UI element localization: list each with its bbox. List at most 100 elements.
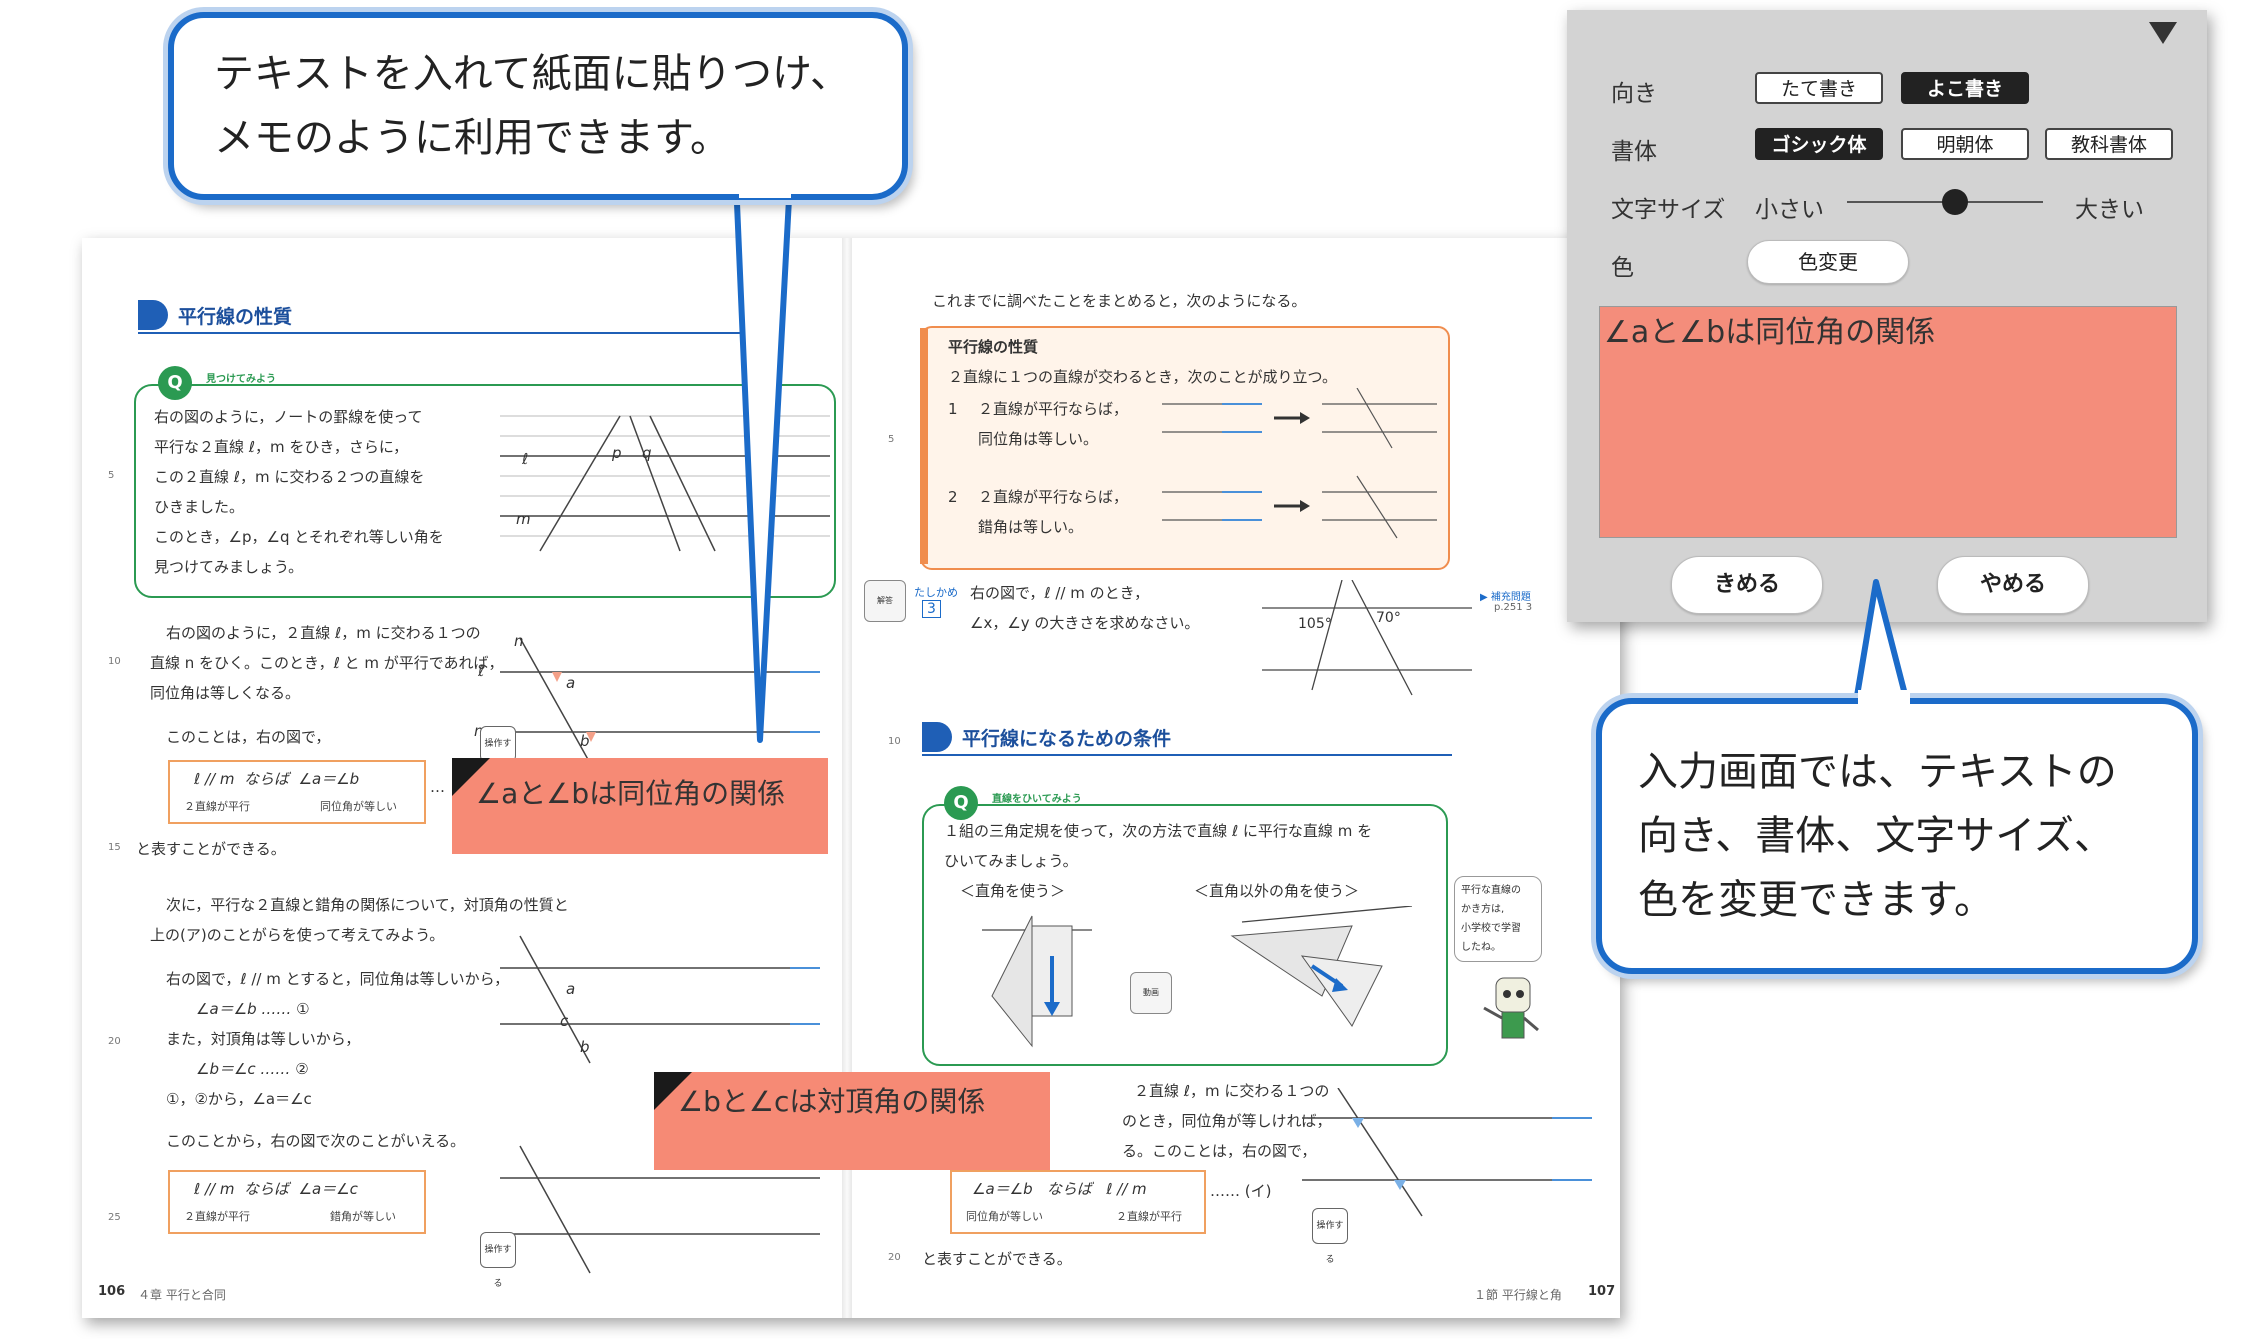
find-line: 右の図のように，ノートの罫線を使って (154, 408, 423, 426)
page-footer-right: １節 平行線と角 (1474, 1288, 1562, 1302)
horizontal-writing-button[interactable]: よこ書き (1901, 72, 2029, 104)
callout-text: テキストを入れて紙面に貼りつけ、 メモのように利用できます。 (214, 42, 850, 170)
para-line: ２直線 ℓ，m に交わる１つの (1134, 1082, 1330, 1100)
callout-tail-right (1851, 579, 1913, 714)
transversal-figure-3 (500, 1145, 820, 1274)
note-text-input[interactable]: ∠aと∠bは同位角の関係 (1599, 306, 2177, 538)
draw-text: １組の三角定規を使って，次の方法で直線 ℓ に平行な直線 m を ひいてみましょ… (944, 816, 1372, 876)
video-label: 動画 (1143, 988, 1159, 997)
rule-sub-left: ２直線が平行 (184, 1210, 250, 1223)
callout-tail-top-mask (739, 168, 791, 198)
callout-line: 向き、書体、文字サイズ、 (1638, 813, 2114, 859)
book-spine (842, 238, 852, 1318)
line-number: 10 (888, 736, 901, 747)
rule-box-3: ∠a＝∠b ならば ℓ // m 同位角が等しい ２直線が平行 (950, 1170, 1206, 1234)
size-label: 文字サイズ (1611, 197, 1726, 223)
answer-icon-label: 解答 (877, 596, 893, 605)
supp-label: 補充問題 (1490, 592, 1531, 603)
para-line: ①，②から，∠a＝∠c (166, 1090, 312, 1108)
speech-line: かき方は, (1461, 904, 1505, 915)
callout-tail-right-mask (1858, 690, 1910, 710)
para-line: 右の図で，ℓ // m とすると，同位角は等しいから， (166, 970, 510, 988)
summary-title: 平行線の性質 (948, 338, 1039, 356)
summary-item-num: 2 (948, 488, 958, 506)
fig-label-l: ℓ (522, 450, 529, 468)
answer-icon[interactable]: 解答 (864, 580, 906, 622)
callout-text: 入力画面では、テキストの 向き、書体、文字サイズ、 色を変更できます。 (1638, 740, 2117, 932)
para-line: このことは，右の図で， (166, 728, 331, 746)
rule-sub-right: ２直線が平行 (1116, 1210, 1182, 1223)
callout-line: 入力画面では、テキストの (1638, 749, 2117, 795)
fig-label-n: n (514, 632, 524, 650)
section-title: 平行線の性質 (178, 306, 293, 328)
find-label: 見つけてみよう (206, 374, 276, 385)
rule-sub-left: ２直線が平行 (184, 800, 250, 813)
para-line: 次に，平行な２直線と錯角の関係について，対頂角の性質と (166, 896, 569, 914)
size-slider-thumb[interactable] (1941, 189, 1968, 215)
video-icon[interactable]: 動画 (1130, 972, 1172, 1014)
section-flag-icon (138, 300, 168, 330)
fig-label-a: a (566, 674, 576, 692)
fig-label-a: a (566, 980, 576, 998)
para-line: る。このことは，右の図で， (1122, 1142, 1317, 1160)
confirm-button[interactable]: きめる (1671, 556, 1823, 614)
page-number-right: 107 (1588, 1284, 1616, 1299)
page-footer-left: ４章 平行と合同 (138, 1288, 226, 1302)
color-label: 色 (1611, 255, 1634, 281)
mincho-font-button[interactable]: 明朝体 (1901, 128, 2029, 160)
sticky-note-1[interactable]: ∠aと∠bは同位角の関係 (452, 758, 828, 854)
angle-70: 70° (1376, 610, 1401, 626)
section-title-2: 平行線になるための条件 (962, 728, 1172, 750)
supplementary-link[interactable]: ▶ 補充問題 (1480, 592, 1531, 603)
operate-button[interactable]: 操作する (480, 1232, 516, 1289)
speech-line: したね。 (1461, 942, 1501, 953)
draw-line: １組の三角定規を使って，次の方法で直線 ℓ に平行な直線 m を (944, 822, 1373, 840)
para-line: 直線 n をひく。このとき，ℓ と m が平行であれば， (150, 654, 504, 672)
rule-main: ℓ // m ならば ∠a＝∠c (194, 1180, 358, 1198)
line-number: 5 (108, 470, 115, 481)
summary-box (920, 326, 1450, 570)
draw-label: 直線をひいてみよう (992, 794, 1082, 805)
rule-main: ℓ // m ならば ∠a＝∠b (194, 770, 360, 788)
method-1: ＜直角を使う＞ (960, 882, 1066, 900)
callout-tail-top (733, 180, 793, 743)
callout-line: メモのように利用できます。 (214, 115, 730, 161)
cancel-button[interactable]: やめる (1937, 556, 2089, 614)
line-number: 10 (108, 656, 121, 667)
paragraph-2: 次に，平行な２直線と錯角の関係について，対頂角の性質と 上の(ア)のことがらを使… (150, 890, 569, 950)
gothic-font-button[interactable]: ゴシック体 (1755, 128, 1883, 160)
callout-line: 色を変更できます。 (1638, 877, 1994, 923)
color-change-button[interactable]: 色変更 (1747, 240, 1909, 284)
callout-top: テキストを入れて紙面に貼りつけ、 メモのように利用できます。 (168, 12, 908, 200)
sticky-note-2[interactable]: ∠bと∠cは対頂角の関係 (654, 1072, 1050, 1170)
fig-label-l: ℓ (478, 662, 485, 680)
operate-button[interactable]: 操作する (480, 726, 516, 783)
size-slider-track[interactable] (1847, 189, 2043, 215)
section-flag-icon (922, 722, 952, 752)
para-line: 同位角は等しくなる。 (150, 684, 301, 702)
find-line: このとき，∠p，∠q とそれぞれ等しい角を (154, 528, 444, 546)
draw-box (922, 804, 1448, 1066)
section-underline (138, 332, 748, 334)
fig-label-m: m (516, 510, 531, 528)
angle-figure (1262, 580, 1472, 696)
section-underline (922, 754, 1452, 756)
summary-item-2: ２直線が平行ならば， 錯角は等しい。 (978, 482, 1128, 542)
find-text: 右の図のように，ノートの罫線を使って 平行な２直線 ℓ，m をひき，さらに， こ… (154, 402, 444, 582)
para-line: 右の図のように，２直線 ℓ，m に交わる１つの (166, 624, 481, 642)
textbook-spread: 平行線の性質 Q 見つけてみよう 右の図のように，ノートの罫線を使って 平行な２… (82, 238, 1620, 1318)
textbook-font-button[interactable]: 教科書体 (2045, 128, 2173, 160)
sticky-corner (654, 1072, 692, 1110)
transversal-figure-2 (500, 935, 820, 1064)
speech-bubble: 平行な直線の かき方は, 小学校で学習 したね。 (1454, 876, 1542, 962)
fig-label-b: b (580, 732, 590, 750)
find-line: 見つけてみましょう。 (154, 558, 304, 576)
summary-line: 同位角は等しい。 (978, 430, 1099, 448)
para-line: と表すことができる。 (136, 840, 286, 858)
triangle-down-icon[interactable] (2149, 22, 2177, 44)
vertical-writing-button[interactable]: たて書き (1755, 72, 1883, 104)
operate-button[interactable]: 操作する (1312, 1208, 1348, 1265)
summary-line: ２直線が平行ならば， (978, 400, 1129, 418)
page-number-left: 106 (98, 1284, 126, 1299)
para-line: ∠a＝∠b …… ① (196, 1000, 310, 1018)
